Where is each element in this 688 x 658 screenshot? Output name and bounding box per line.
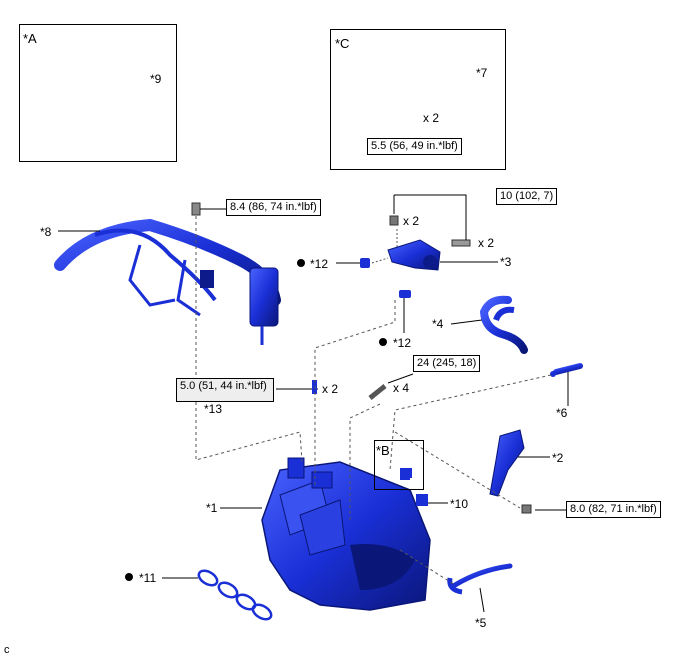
- torque-spec-13: 5.0 (51, 44 in.*lbf): [176, 378, 274, 402]
- callout-9: *9: [150, 72, 162, 86]
- callout-3: *3: [500, 255, 512, 269]
- torque-spec-bracket-2: 8.0 (82, 71 in.*lbf): [566, 501, 661, 518]
- callout-2: *2: [552, 451, 564, 465]
- torque-spec-harness-bolt: 8.4 (86, 74 in.*lbf): [226, 199, 321, 216]
- non-reusable-marker-12-upper: [297, 259, 305, 267]
- quantity-inset-c: x 2: [423, 111, 440, 125]
- callout-8: *8: [40, 225, 52, 239]
- callout-4: *4: [432, 317, 444, 331]
- hose-5-artwork: [447, 563, 513, 613]
- callout-13: *13: [204, 402, 223, 416]
- quantity-bolt: x 2: [478, 236, 495, 250]
- callout-1: *1: [206, 501, 218, 515]
- callout-11: *11: [139, 571, 157, 585]
- non-reusable-marker-12-lower: [379, 338, 387, 346]
- quantity-nut: x 2: [403, 214, 420, 228]
- wire-harness-artwork: [54, 218, 281, 345]
- callout-10: *10: [450, 497, 469, 511]
- callout-5: *5: [475, 616, 487, 630]
- inset-a-frame: [19, 24, 177, 162]
- inset-a-tag: *A: [23, 31, 37, 46]
- corner-mark: c: [4, 644, 10, 656]
- inset-b-tag: *B: [376, 443, 390, 458]
- callout-12-upper: *12: [310, 257, 329, 271]
- gasket-artwork: [162, 569, 273, 621]
- inset-b-frame: [374, 440, 424, 490]
- hose-6-artwork: [550, 363, 583, 406]
- torque-spec-manifold-bolts: 24 (245, 18): [413, 355, 481, 372]
- throttle-bracket-artwork: [336, 194, 498, 333]
- inset-c-tag: *C: [335, 36, 350, 51]
- non-reusable-marker-11: [125, 573, 133, 581]
- hose-4-artwork: [450, 295, 528, 354]
- callout-7: *7: [476, 66, 488, 80]
- assembly-guide-lines: [195, 216, 552, 586]
- quantity-manifold-bolts: x 4: [393, 381, 410, 395]
- torque-spec-bracket-fasteners: 10 (102, 7): [496, 188, 558, 205]
- bracket-2-artwork: [489, 429, 550, 514]
- torque-spec-inset-c: 5.5 (56, 49 in.*lbf): [367, 138, 462, 155]
- callout-6: *6: [556, 406, 568, 420]
- quantity-13: x 2: [322, 382, 339, 396]
- callout-12-lower: *12: [393, 336, 412, 350]
